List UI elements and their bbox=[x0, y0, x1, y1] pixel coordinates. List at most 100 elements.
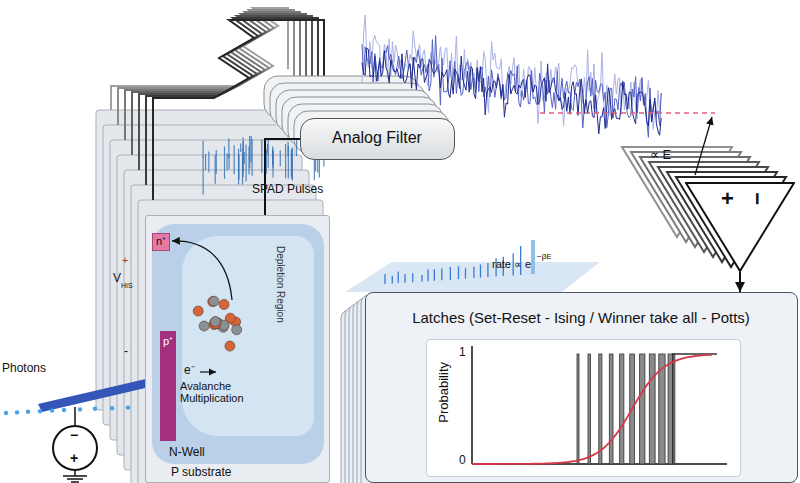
latch-pulse bbox=[450, 267, 451, 280]
photon-dot bbox=[38, 409, 42, 413]
carrier-particle bbox=[210, 317, 220, 327]
depletion-region: Depletion Region bbox=[182, 236, 314, 436]
energy-arrow bbox=[695, 117, 712, 175]
spad-pulse bbox=[224, 146, 225, 178]
latch-panel: Probability 1 0 Latches (Set-Reset - Ising … bbox=[365, 292, 798, 483]
axis-title: Probability bbox=[437, 362, 452, 423]
carrier-particle bbox=[209, 319, 219, 329]
spad-pulse bbox=[238, 149, 239, 185]
latch-pulse bbox=[503, 257, 504, 276]
carrier-particle bbox=[213, 318, 223, 328]
spad-pulse bbox=[238, 154, 239, 180]
sigmoid-curve bbox=[472, 355, 712, 464]
photon-dot bbox=[110, 406, 114, 410]
spad-pulse bbox=[285, 144, 286, 178]
latch-pulse bbox=[404, 274, 405, 283]
comparator-outline bbox=[685, 182, 795, 272]
carrier-particle bbox=[193, 306, 203, 316]
latch-pulse bbox=[458, 266, 459, 279]
photon-dot bbox=[50, 408, 54, 412]
polarity-sign: - bbox=[124, 345, 128, 359]
carrier-particle bbox=[211, 319, 221, 329]
carrier-particle bbox=[219, 320, 229, 330]
input-sign: + bbox=[721, 186, 734, 211]
latch-output-bar bbox=[577, 354, 579, 464]
tick-label: 1 bbox=[459, 346, 466, 360]
signal-connector bbox=[739, 272, 741, 292]
latch-output-bar bbox=[599, 354, 602, 464]
spad-pulse bbox=[280, 150, 281, 166]
latch-pulse bbox=[421, 275, 422, 282]
doping-label: n⁺ bbox=[153, 235, 169, 248]
carrier-particle bbox=[225, 341, 235, 351]
photon-dot bbox=[62, 408, 66, 412]
rate-label: rate ∝ e bbox=[492, 258, 531, 271]
latch-output-bar bbox=[620, 354, 624, 464]
latch-pulse bbox=[384, 274, 385, 284]
latch-pulse bbox=[441, 269, 442, 281]
energy-label: ∝ E bbox=[650, 148, 671, 163]
latch-pulse bbox=[531, 240, 535, 274]
spad-pulse bbox=[287, 142, 288, 157]
latch-pulse bbox=[412, 273, 413, 282]
rate-exponent: −βE bbox=[537, 252, 552, 261]
latch-pulse bbox=[520, 246, 521, 275]
spad-pulse bbox=[226, 153, 227, 170]
n-plus-contact: n⁺ bbox=[152, 233, 170, 251]
latch-output-bar bbox=[672, 354, 674, 464]
source-polarity: + bbox=[70, 450, 78, 466]
latch-pulse bbox=[392, 276, 393, 284]
spad-pulse bbox=[249, 136, 250, 168]
photon-dot bbox=[4, 411, 8, 415]
spad-pulse bbox=[205, 154, 206, 170]
substrate-panel: Depletion Region n⁺ p⁺ N-Well P substrate bbox=[145, 215, 330, 483]
spad-pulse bbox=[296, 140, 297, 156]
spad-pulse bbox=[215, 155, 216, 184]
ground-symbol bbox=[67, 478, 83, 480]
spad-pulse bbox=[229, 154, 230, 169]
device-layer-panel bbox=[138, 200, 323, 483]
latch-pulse bbox=[465, 268, 466, 278]
region-label: Depletion Region bbox=[274, 246, 286, 323]
spad-pulse bbox=[273, 151, 274, 168]
threshold-line bbox=[540, 112, 715, 114]
spad-pulse bbox=[242, 153, 243, 184]
carrier-particle bbox=[218, 322, 228, 332]
voltage-symbol: V bbox=[113, 272, 121, 286]
voltage-source-symbol bbox=[53, 426, 97, 470]
comparator-outline bbox=[686, 183, 794, 271]
probability-plot: Probability 1 0 bbox=[426, 339, 741, 477]
spad-pulse bbox=[208, 152, 209, 173]
latch-pulse bbox=[473, 267, 474, 278]
spad-pulse bbox=[252, 139, 253, 176]
photon-dot bbox=[15, 410, 19, 414]
pulse-plane bbox=[345, 262, 600, 292]
latch-output-bar bbox=[640, 354, 645, 464]
region-label: N-Well bbox=[169, 446, 205, 460]
spad-pulse bbox=[216, 150, 217, 174]
spad-pulse bbox=[245, 144, 246, 181]
spad-pulse bbox=[261, 140, 262, 173]
photon-dot bbox=[126, 405, 130, 409]
spad-pulse bbox=[266, 150, 267, 174]
carrier-particle bbox=[208, 297, 218, 307]
panel-heading: Latches (Set-Reset - Ising / Winner take… bbox=[366, 309, 796, 326]
spad-pulse bbox=[267, 144, 268, 153]
latch-pulse bbox=[434, 269, 435, 280]
y-axis bbox=[471, 346, 473, 464]
latch-pulse bbox=[427, 270, 428, 282]
input-label: Photons bbox=[2, 362, 46, 376]
photodiode-window bbox=[38, 378, 154, 412]
region-label: P substrate bbox=[171, 466, 231, 480]
carrier-particle bbox=[214, 319, 224, 329]
tick-label: 0 bbox=[459, 454, 466, 468]
photon-dot bbox=[26, 410, 30, 414]
photon-dot bbox=[78, 407, 82, 411]
spad-pulse bbox=[268, 139, 269, 168]
n-well-region: Depletion Region n⁺ p⁺ N-Well bbox=[152, 224, 324, 464]
polarity-sign: + bbox=[122, 254, 128, 267]
source-polarity: − bbox=[70, 427, 78, 443]
voltage-subscript: HIS bbox=[121, 282, 133, 290]
p-plus-contact: p⁺ bbox=[160, 331, 176, 441]
spad-pulse bbox=[244, 152, 245, 164]
